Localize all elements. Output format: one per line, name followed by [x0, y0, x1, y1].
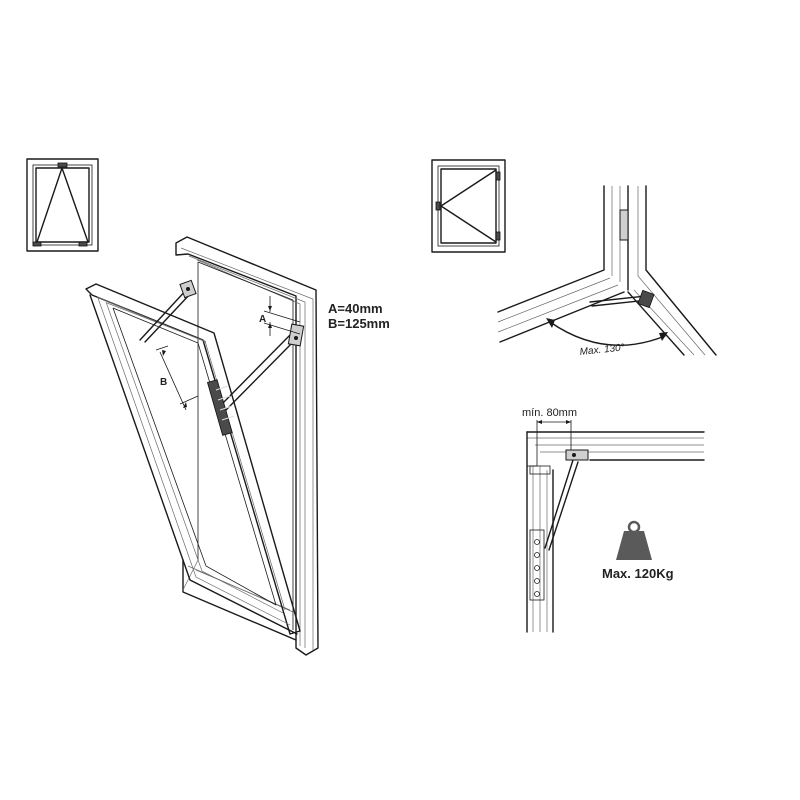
- max-angle-label: Max. 130°: [579, 342, 625, 358]
- marker-a-label: A: [259, 314, 266, 325]
- tilt-window-icon: [26, 158, 99, 252]
- tilt-sash-drawing: [85, 236, 319, 656]
- corner-angle-drawing: [497, 185, 717, 356]
- min-distance-drawing: [526, 420, 705, 633]
- dimension-b-label: B=125mm: [328, 316, 390, 331]
- max-weight-label: Max. 120Kg: [602, 566, 674, 581]
- turn-window-icon: [431, 159, 506, 253]
- dimension-a-label: A=40mm: [328, 301, 383, 316]
- min-distance-label: mín. 80mm: [522, 407, 577, 419]
- weight-icon: [616, 520, 652, 560]
- marker-b-label: B: [160, 377, 167, 388]
